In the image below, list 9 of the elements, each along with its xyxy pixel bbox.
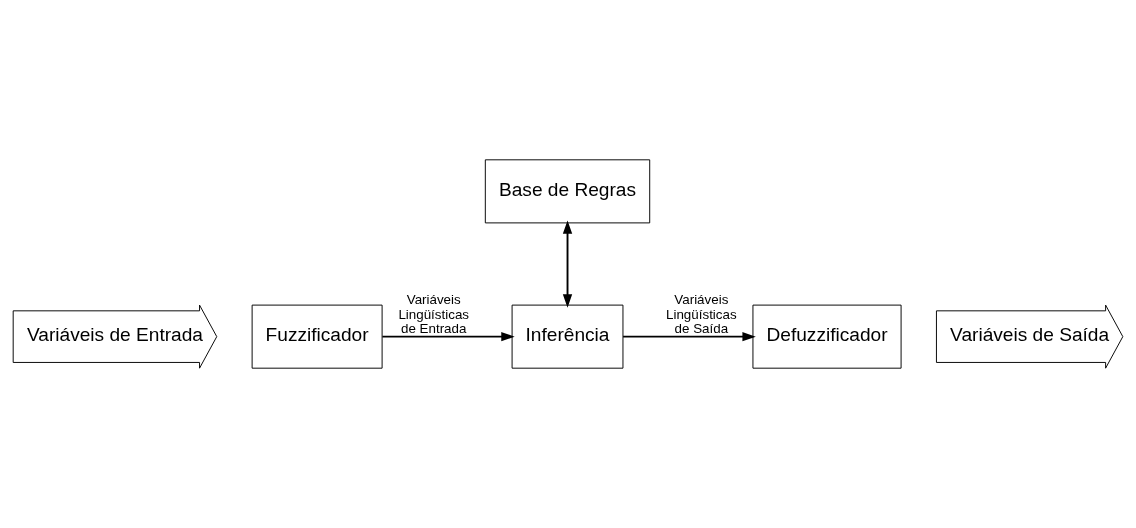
arrow (622, 331, 756, 342)
edge-label: Variáveis Lingüísticas de Entrada (398, 292, 470, 337)
arrow (381, 331, 515, 342)
node-box: Fuzzificador (251, 304, 383, 369)
arrow (562, 220, 573, 308)
edge-label: Variáveis Lingüísticas de Saída (666, 292, 737, 337)
node-box: Inferência (511, 304, 624, 369)
node-box: Base de Regras (484, 159, 651, 224)
node-box: Defuzzificador (752, 304, 902, 369)
